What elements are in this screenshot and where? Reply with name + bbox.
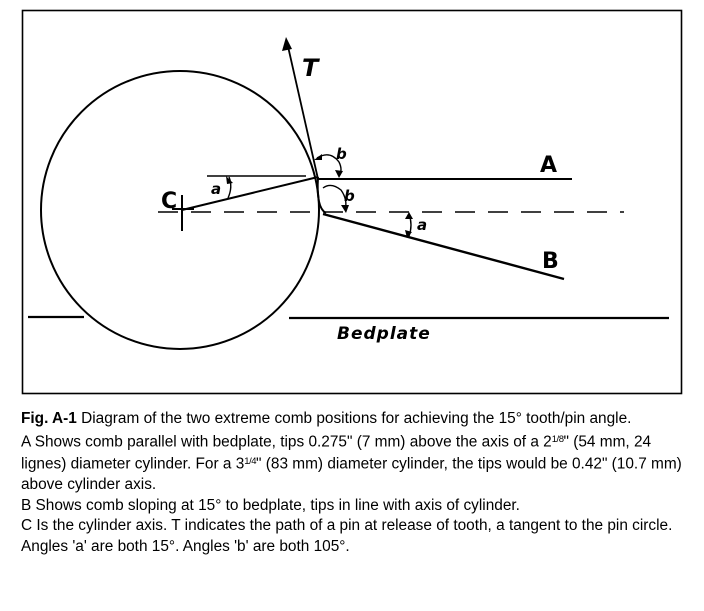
tangent-line-t <box>286 41 319 180</box>
angle-b-arrow-lower <box>341 205 349 213</box>
fraction-one-quarter: 1/4 <box>244 456 257 468</box>
figure-number: Fig. A-1 <box>21 410 77 427</box>
caption-a-part3: " (83 mm) diameter cylinder, the tips wo… <box>21 455 682 494</box>
angle-b-arrow-upper-left <box>314 154 322 160</box>
label-angle-a-lower: a <box>417 216 427 234</box>
label-t: T <box>302 54 320 82</box>
comb-line-b <box>322 212 565 281</box>
caption-a-part1: A Shows comb parallel with bedplate, tip… <box>21 432 552 450</box>
tangent-arrowhead <box>282 37 292 51</box>
caption-title-text: Diagram of the two extreme comb position… <box>81 410 632 427</box>
label-b: B <box>542 249 559 274</box>
caption-line-a: A Shows comb parallel with bedplate, tip… <box>21 430 693 496</box>
caption-title: Fig. A-1 Diagram of the two extreme comb… <box>21 409 693 430</box>
comb-tip-curve <box>316 176 327 214</box>
label-bedplate: Bedplate <box>337 324 431 344</box>
figure-caption: Fig. A-1 Diagram of the two extreme comb… <box>21 409 693 557</box>
angle-a-arc-upper <box>227 176 232 199</box>
angle-b-arc-lower <box>322 184 347 211</box>
label-angle-b-upper: b <box>336 145 347 163</box>
label-angle-b-lower: b <box>344 187 355 205</box>
label-a: A <box>540 153 557 178</box>
cylinder-circle <box>40 70 320 350</box>
comb-position-diagram: T A B C a a b b Bedplate <box>21 9 683 395</box>
fraction-one-eighth: 1/8 <box>551 433 564 445</box>
label-angle-a-upper: a <box>211 180 221 198</box>
radius-line <box>181 176 319 211</box>
angle-a-arrow-lower-top <box>405 212 413 219</box>
angle-a-arrow-upper <box>226 176 233 184</box>
caption-line-c: C Is the cylinder axis. T indicates the … <box>21 517 673 555</box>
caption-line-b: B Shows comb sloping at 15° to bedplate,… <box>21 496 520 514</box>
angle-a-arrow-lower-bottom <box>405 230 412 238</box>
figure-frame <box>21 9 683 395</box>
caption-a-part2: " (54 mm, 24 lignes) diameter cylinder. … <box>21 432 652 473</box>
angle-b-arrow-upper-right <box>335 170 343 178</box>
label-c: C <box>161 189 177 214</box>
